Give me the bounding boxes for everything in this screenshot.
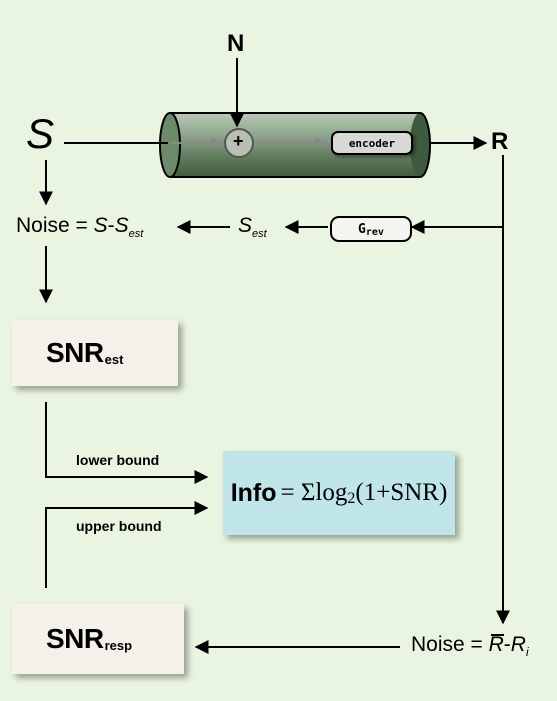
grev-sub: rev — [365, 226, 384, 238]
info-eq-part1: = Σlog — [280, 479, 348, 506]
noise-input-label: N — [227, 30, 245, 57]
noise-left-prefix: Noise = — [16, 214, 94, 237]
grev-main: G — [358, 221, 366, 237]
signal-label: S — [26, 110, 55, 157]
sest-sub: est — [252, 228, 267, 240]
lower-bound-label: lower bound — [76, 452, 160, 468]
upper-bound-arrow — [45, 501, 209, 588]
sum-junction — [224, 128, 254, 158]
encoder-block: encoder — [331, 131, 413, 155]
plus-symbol: + — [233, 131, 244, 151]
noise-right-rbar: R — [488, 633, 504, 656]
sest-label: Sest — [238, 214, 267, 240]
noise-left-dash: - — [107, 214, 115, 237]
encoder-label: encoder — [348, 136, 396, 150]
noise-left-sub: est — [128, 228, 144, 240]
noise-response-label: Noise = R-Ri — [411, 633, 529, 659]
snr-est-main: SNR — [46, 337, 104, 368]
snr-est-sub: est — [104, 351, 124, 367]
response-label: R — [491, 128, 509, 155]
info-eq-part2: (1+SNR) — [355, 479, 448, 506]
snr-resp-main: SNR — [46, 623, 104, 654]
noise-right-dash: - — [503, 633, 511, 656]
sest-main: S — [238, 214, 253, 237]
snr-resp-sub: resp — [104, 637, 133, 653]
info-eq-sub: 2 — [347, 490, 356, 507]
lower-bound-arrow — [45, 402, 209, 484]
upper-bound-label: upper bound — [76, 518, 162, 534]
noise-right-prefix: Noise = — [411, 633, 489, 656]
noise-estimate-label: Noise = S-Sest — [16, 214, 144, 240]
noise-right-r: R — [510, 633, 526, 656]
noise-right-sub: i — [525, 645, 529, 659]
noise-left-s1: S — [93, 214, 108, 237]
info-label: Info — [230, 478, 277, 507]
noise-left-s2: S — [114, 214, 129, 237]
